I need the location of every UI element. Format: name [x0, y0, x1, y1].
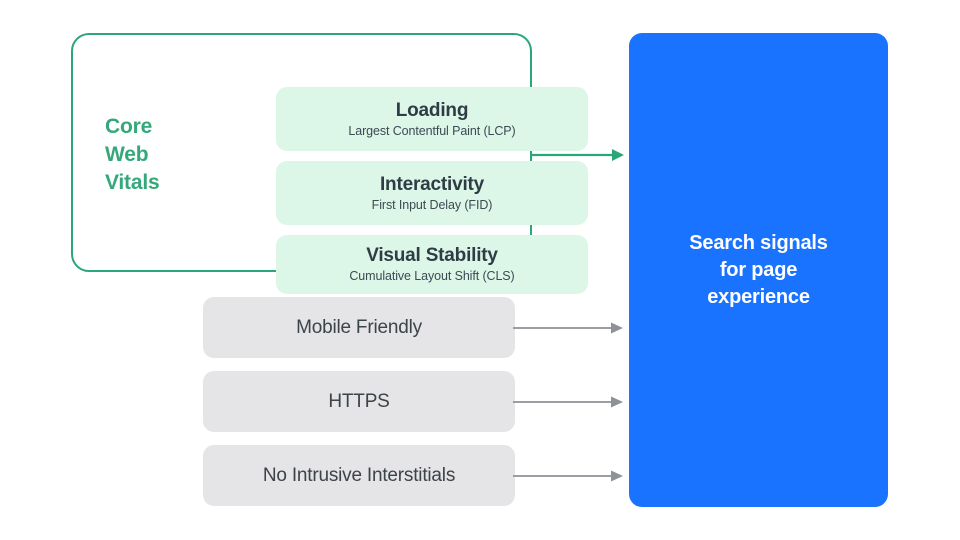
core-web-vitals-label: Core Web Vitals [105, 113, 225, 197]
no-intrusive-interstitials-arrow-icon [513, 470, 623, 482]
metric-title: Loading [395, 99, 469, 121]
metric-card-loading[interactable]: Loading Largest Contentful Paint (LCP) [276, 87, 588, 151]
mobile-friendly-arrow-icon [513, 322, 623, 334]
metric-subtitle: First Input Delay (FID) [371, 197, 493, 212]
search-signals-outcome-box: Search signals for page experience [629, 33, 888, 507]
https-arrow-icon [513, 396, 623, 408]
outcome-line-2: for page [719, 258, 798, 281]
signal-box-no-intrusive-interstitials[interactable]: No Intrusive Interstitials [203, 445, 515, 506]
outcome-line-3: experience [707, 285, 810, 308]
metric-subtitle: Largest Contentful Paint (LCP) [348, 123, 516, 138]
core-web-vitals-arrow-icon [530, 149, 624, 161]
metric-title: Interactivity [379, 173, 485, 195]
outcome-line-1: Search signals [689, 231, 828, 254]
metric-card-interactivity[interactable]: Interactivity First Input Delay (FID) [276, 161, 588, 225]
core-web-vitals-label-line-1: Core [105, 115, 153, 138]
core-web-vitals-group: Core Web Vitals Loading Largest Contentf… [71, 33, 588, 294]
signal-box-mobile-friendly[interactable]: Mobile Friendly [203, 297, 515, 358]
metric-title: Visual Stability [366, 245, 498, 266]
core-web-vitals-label-line-3: Vitals [105, 171, 160, 194]
signal-box-https[interactable]: HTTPS [203, 371, 515, 432]
signal-label: Mobile Friendly [296, 316, 422, 338]
signal-label: HTTPS [328, 390, 390, 412]
metric-subtitle: Cumulative Layout Shift (CLS) [349, 269, 515, 283]
metric-card-visual-stability[interactable]: Visual Stability Cumulative Layout Shift… [276, 235, 588, 294]
signal-label: No Intrusive Interstitials [262, 464, 456, 486]
outcome-text: Search signals for page experience [673, 230, 843, 311]
core-web-vitals-label-line-2: Web [105, 143, 149, 166]
